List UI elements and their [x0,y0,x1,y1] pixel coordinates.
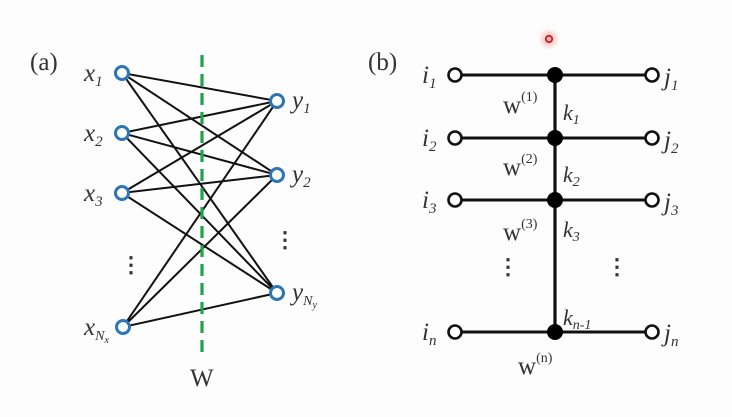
edge-x2-y2 [121,132,278,176]
output-label-jn: jn [661,320,678,350]
input-node-i3 [447,192,463,208]
input-label-x3: x3 [83,180,103,210]
edge-x2-y1 [121,100,278,134]
junction-node-1 [547,67,563,83]
input-node-xNx [115,319,131,335]
input-ellipsis: ⋮ [120,252,142,277]
panel-b-rows [447,67,660,340]
edge-x3-yNy [121,192,278,294]
input-ellipsis-b: ⋮ [497,254,519,279]
output-label-yNy: yNy [289,279,317,311]
input-label-i2: i2 [422,125,437,155]
weight-label-w1: w(1) [503,90,538,119]
output-node-y2 [269,167,285,183]
weight-label-wn: w(n) [518,351,553,380]
output-label-y1: y1 [289,87,311,117]
panel-b: (b) i1 i2 i3 in ⋮ j1 j2 j3 jn ⋮ w(1) w(2… [368,28,679,380]
panel-b-label: (b) [368,49,397,76]
output-ellipsis-b: ⋮ [606,254,628,279]
junction-node-n [547,324,563,340]
edge-x3-y2 [121,174,278,194]
output-label-j3: j3 [661,189,678,219]
edge-x3-y1 [121,100,278,194]
input-label-in: in [422,319,436,349]
input-node-i2 [447,130,463,146]
input-label-i1: i1 [422,62,436,92]
edge-x1-y2 [121,72,278,176]
junction-node-3 [547,192,563,208]
input-label-xNx: xNx [83,314,109,346]
input-node-in [447,324,463,340]
input-label-x1: x1 [83,60,103,90]
weight-label-w2: w(2) [503,152,538,181]
edge-xNx-y1 [122,100,278,328]
output-ellipsis: ⋮ [274,227,296,252]
input-label-x2: x2 [83,120,103,150]
output-node-jn [644,324,660,340]
link-label-k1: k1 [563,100,580,128]
edge-xNx-y2 [122,174,278,328]
output-label-j2: j2 [661,127,679,157]
input-node-i1 [447,67,463,83]
cursor-marker-glow [538,28,560,50]
link-label-kn-1: kn-1 [563,305,591,333]
input-node-x3 [114,185,130,201]
output-node-y1 [269,93,285,109]
output-node-j2 [644,130,660,146]
link-label-k3: k3 [563,217,580,245]
edge-x1-y1 [121,72,278,102]
input-label-i3: i3 [422,187,436,217]
weight-label-w3: w(3) [503,217,538,246]
panel-a: (a) W x1 x2 x3 xNx ⋮ y1 y2 yNy ⋮ [30,49,317,392]
output-node-yNy [269,285,285,301]
output-node-j3 [644,192,660,208]
weight-matrix-label: W [190,365,214,392]
junction-node-2 [547,130,563,146]
panel-a-edges [121,72,278,328]
edge-xNx-yNy [122,292,278,328]
output-label-j1: j1 [661,64,678,94]
panel-a-label: (a) [30,49,58,76]
output-node-j1 [644,67,660,83]
link-label-k2: k2 [563,162,580,190]
output-label-y2: y2 [289,161,311,191]
panel-a-nodes [114,65,285,335]
cursor-marker-icon [544,34,554,44]
input-node-x2 [114,125,130,141]
input-node-x1 [114,65,130,81]
